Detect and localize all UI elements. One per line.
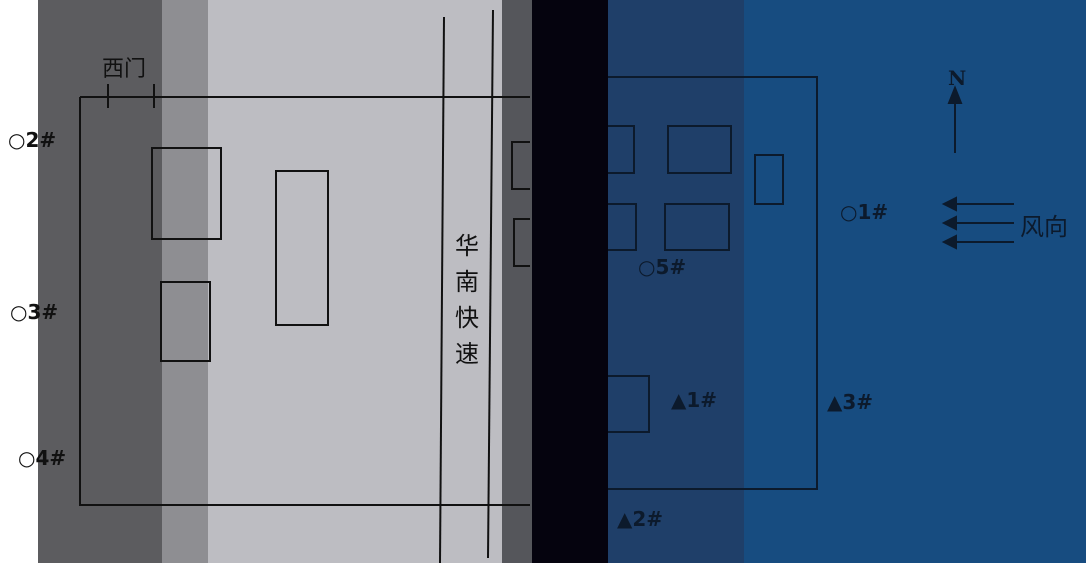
road-line-right — [487, 9, 494, 559]
point-id: 2# — [25, 128, 57, 152]
circle-marker-icon: ○ — [18, 446, 36, 470]
east-site-boundary — [608, 76, 818, 490]
road-char: 南 — [455, 268, 479, 296]
building — [160, 281, 211, 362]
building — [151, 147, 222, 240]
triangle-point-3: ▲3# — [827, 390, 873, 414]
building — [608, 125, 635, 174]
band-blue-dark — [608, 0, 744, 563]
triangle-point-2: ▲2# — [617, 507, 663, 531]
wind-arrows-icon — [941, 196, 1014, 250]
point-id: 3# — [27, 300, 59, 324]
band-right-gray — [502, 0, 532, 563]
band-dark-gray — [38, 0, 162, 563]
building — [664, 203, 730, 251]
point-id: 1# — [686, 388, 718, 412]
triangle-marker-icon: ▲ — [671, 388, 687, 412]
point-id: 2# — [632, 507, 664, 531]
building — [275, 170, 329, 326]
building — [754, 154, 784, 205]
wind-direction-label: 风向 — [1020, 213, 1068, 241]
point-id: 1# — [857, 200, 889, 224]
band-blue — [744, 0, 1086, 563]
circle-marker-icon: ○ — [638, 255, 656, 279]
west-gate-marker — [86, 84, 160, 108]
road-char: 速 — [455, 340, 479, 368]
circle-point-2: ○2# — [8, 128, 56, 152]
circle-point-1: ○1# — [840, 200, 888, 224]
road-name: 华 南 快 速 — [452, 228, 482, 372]
building — [608, 375, 650, 433]
circle-marker-icon: ○ — [8, 128, 26, 152]
building — [608, 203, 637, 251]
road-char: 华 — [455, 232, 479, 260]
triangle-point-1: ▲1# — [671, 388, 717, 412]
triangle-marker-icon: ▲ — [617, 507, 633, 531]
building — [667, 125, 732, 174]
building — [513, 218, 530, 267]
point-id: 5# — [655, 255, 687, 279]
point-id: 4# — [35, 446, 67, 470]
circle-marker-icon: ○ — [10, 300, 28, 324]
band-black — [532, 0, 608, 563]
north-arrow-icon — [947, 85, 963, 153]
west-gate-label: 西门 — [102, 57, 147, 82]
band-white — [0, 0, 38, 563]
triangle-marker-icon: ▲ — [827, 390, 843, 414]
north-label: N — [948, 66, 967, 90]
circle-point-5: ○5# — [638, 255, 686, 279]
point-id: 3# — [842, 390, 874, 414]
circle-marker-icon: ○ — [840, 200, 858, 224]
circle-point-4: ○4# — [18, 446, 66, 470]
road-line-left — [439, 16, 445, 563]
band-light-gray — [208, 0, 502, 563]
building — [511, 141, 530, 190]
circle-point-3: ○3# — [10, 300, 58, 324]
road-char: 快 — [455, 304, 479, 332]
